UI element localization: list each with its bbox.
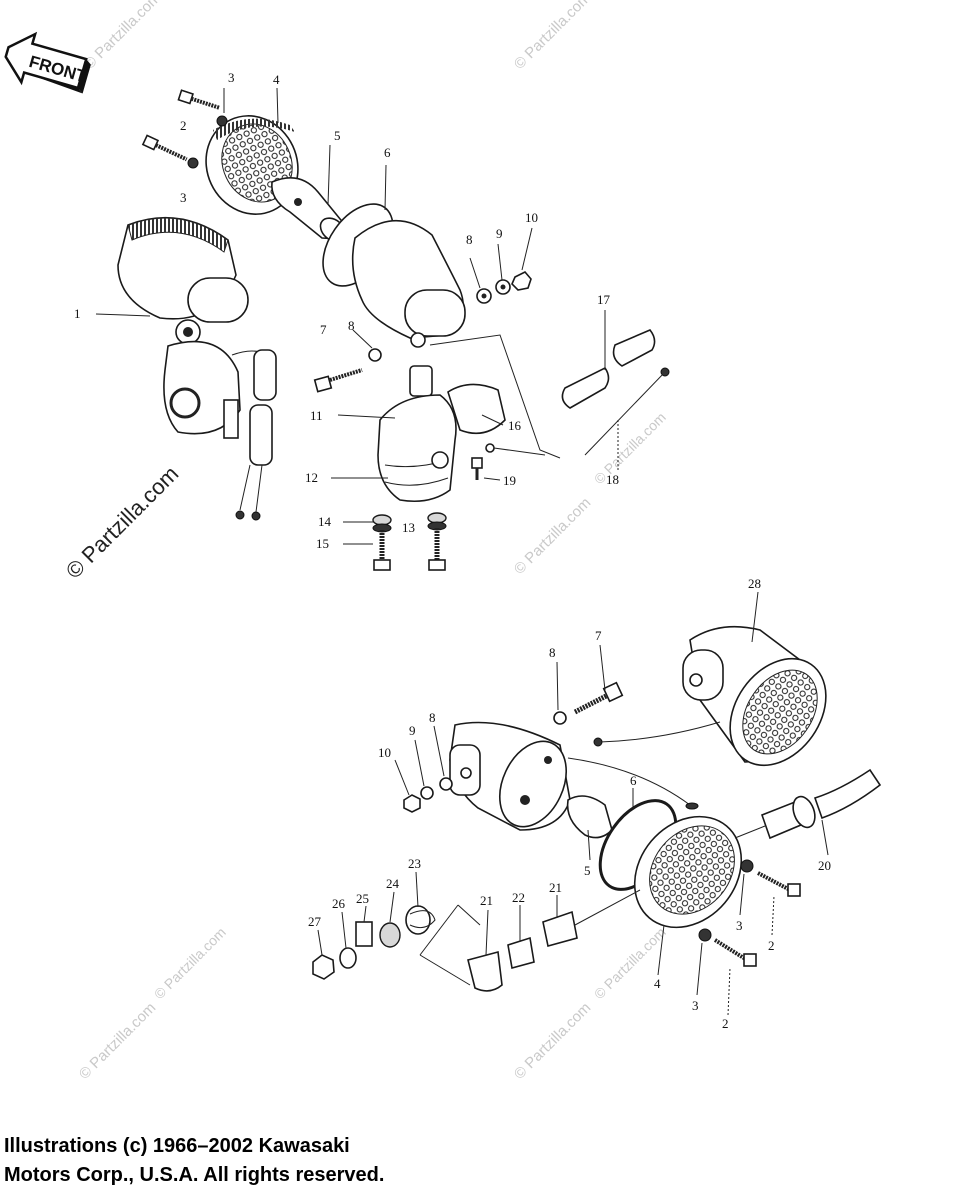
small-bolts (372, 443, 546, 571)
signal-housing-right-top (351, 219, 561, 459)
leader-lines-top (95, 87, 619, 545)
signal-housing-left (117, 216, 277, 521)
callout-6: 6 (630, 773, 637, 788)
watermark-main: © Partzilla.com (61, 461, 184, 584)
callout-18: 18 (606, 472, 619, 487)
watermark: © Partzilla.com (511, 494, 594, 577)
watermark: © Partzilla.com (81, 0, 164, 73)
front-arrow-badge: FRONT (4, 31, 91, 94)
callout-3: 3 (736, 918, 743, 933)
callout-8: 8 (549, 645, 556, 660)
small-parts-stack (312, 889, 641, 992)
switch-clamp (377, 365, 457, 503)
screws-bottom-right (698, 859, 801, 967)
copyright-line-2: Motors Corp., U.S.A. All rights reserved… (4, 1164, 385, 1186)
callout-7: 7 (320, 322, 327, 337)
callout-7: 7 (595, 628, 602, 643)
callout-11: 11 (310, 408, 323, 423)
callout-10: 10 (525, 210, 538, 225)
callout-25: 25 (356, 891, 369, 906)
callout-21: 21 (480, 893, 493, 908)
callout-8: 8 (348, 318, 355, 333)
nuts-top (476, 271, 532, 304)
callout-27: 27 (308, 914, 322, 929)
nuts-bottom (403, 777, 453, 813)
signal-housing-rear (593, 625, 827, 767)
grommets (561, 329, 670, 456)
callout-8: 8 (429, 710, 436, 725)
watermark: © Partzilla.com (511, 999, 594, 1082)
callout-6: 6 (384, 145, 391, 160)
callout-19: 19 (503, 473, 516, 488)
callout-5: 5 (334, 128, 341, 143)
callout-2: 2 (180, 118, 187, 133)
callout-28: 28 (748, 576, 761, 591)
callout-12: 12 (305, 470, 318, 485)
callout-3: 3 (692, 998, 699, 1013)
signal-housing-bottom (449, 721, 699, 831)
copyright-footer: Illustrations (c) 1966–2002 Kawasaki Mot… (4, 1132, 384, 1190)
callout-5: 5 (584, 863, 591, 878)
callout-8: 8 (466, 232, 473, 247)
callout-22: 22 (512, 890, 525, 905)
watermark: © Partzilla.com (76, 999, 159, 1082)
callout-15: 15 (316, 536, 329, 551)
callout-2: 2 (722, 1016, 729, 1031)
callouts-top: 1 3 4 2 3 5 6 8 9 10 7 8 11 12 16 17 18 … (74, 70, 619, 551)
bottom-assembly: 28 7 8 9 8 10 6 5 20 3 2 4 3 2 21 22 21 … (308, 576, 882, 1031)
leader-lines-bottom (317, 591, 829, 1016)
mounting-stem (734, 768, 882, 840)
watermark-layer: © Partzilla.com © Partzilla.com © Partzi… (61, 0, 669, 1083)
callout-2: 2 (768, 938, 775, 953)
callout-21: 21 (549, 880, 562, 895)
watermark: © Partzilla.com (591, 409, 669, 487)
top-assembly: 1 3 4 2 3 5 6 8 9 10 7 8 11 12 16 17 18 … (74, 70, 670, 571)
callout-9: 9 (409, 723, 416, 738)
callout-3: 3 (228, 70, 235, 85)
callout-26: 26 (332, 896, 346, 911)
callout-23: 23 (408, 856, 421, 871)
screw-center (313, 348, 382, 393)
callout-10: 10 (378, 745, 391, 760)
callouts-bottom: 28 7 8 9 8 10 6 5 20 3 2 4 3 2 21 22 21 … (308, 576, 831, 1031)
callout-13: 13 (402, 520, 415, 535)
watermark: © Partzilla.com (151, 924, 229, 1002)
rubber-cap (447, 383, 506, 435)
callout-24: 24 (386, 876, 400, 891)
watermark: © Partzilla.com (511, 0, 594, 73)
bulb-bottom (566, 795, 613, 839)
lens-bottom (633, 815, 743, 929)
callout-4: 4 (273, 72, 280, 87)
callout-3: 3 (180, 190, 187, 205)
callout-1: 1 (74, 306, 81, 321)
callout-17: 17 (597, 292, 611, 307)
callout-4: 4 (654, 976, 661, 991)
callout-9: 9 (496, 226, 503, 241)
callout-14: 14 (318, 514, 332, 529)
callout-16: 16 (508, 418, 522, 433)
bolt-bottom (553, 681, 624, 725)
copyright-line-1: Illustrations (c) 1966–2002 Kawasaki (4, 1135, 350, 1157)
callout-20: 20 (818, 858, 831, 873)
